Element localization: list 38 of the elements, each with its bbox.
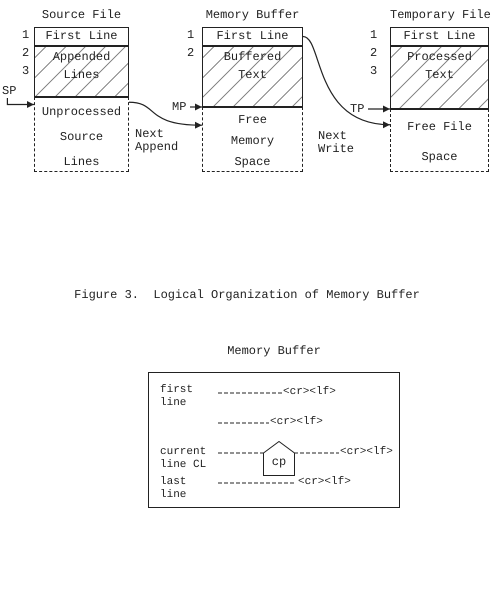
- figure-caption: Figure 3. Logical Organization of Memory Buffer: [73, 288, 421, 302]
- free-space-region: Free Memory Space: [202, 107, 303, 172]
- memory-row: First Line: [202, 27, 303, 46]
- free-space-region: Free File Space: [390, 109, 489, 172]
- box-heading: Memory Buffer: [226, 344, 322, 358]
- arrow: [6, 98, 34, 108]
- line-label: first line: [160, 384, 194, 410]
- row-number: 3: [22, 64, 30, 78]
- line-label: current line CL: [160, 446, 208, 472]
- row-number: 3: [370, 64, 378, 78]
- line-terminator: <cr><lf>: [340, 446, 393, 459]
- pointer-label: SP: [2, 84, 20, 98]
- line-terminator: <cr><lf>: [270, 416, 323, 429]
- row-number: 1: [187, 28, 194, 42]
- arrow: [302, 36, 390, 128]
- arrow: [190, 104, 202, 110]
- memory-row: First Line: [34, 27, 129, 46]
- line-label: last line: [160, 476, 188, 502]
- column-title: Temporary File: [390, 8, 489, 22]
- row-number: 1: [22, 28, 30, 42]
- hatched-region: Appended Lines: [34, 46, 129, 97]
- column-title: Memory Buffer: [204, 8, 300, 22]
- pointer-label: MP: [172, 100, 190, 114]
- row-number: 2: [370, 46, 378, 60]
- hatched-region: Buffered Text: [202, 46, 303, 107]
- arrow: [128, 102, 202, 128]
- pointer-marker: cp: [263, 441, 295, 476]
- line-terminator: <cr><lf>: [283, 386, 336, 399]
- memory-row: First Line: [390, 27, 489, 46]
- line-terminator: <cr><lf>: [298, 476, 351, 489]
- hatched-region: Processed Text: [390, 46, 489, 109]
- row-number: 2: [187, 46, 194, 60]
- row-number: 2: [22, 46, 30, 60]
- arrow: [368, 106, 390, 112]
- free-space-region: Unprocessed Source Lines: [34, 97, 129, 172]
- pointer-label: TP: [350, 102, 368, 116]
- row-number: 1: [370, 28, 378, 42]
- column-title: Source File: [40, 8, 122, 22]
